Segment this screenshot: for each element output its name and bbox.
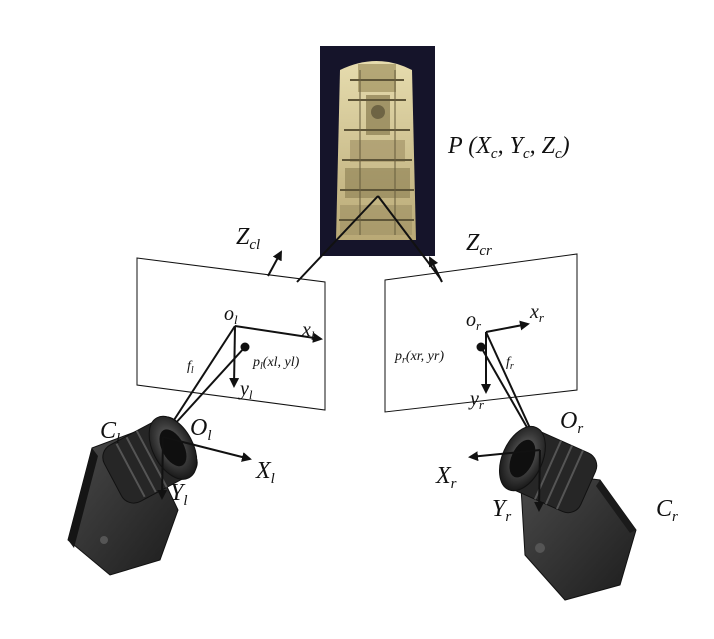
ray-left xyxy=(296,195,379,283)
right-z-axis-label: Zcr xyxy=(466,230,492,259)
statue-image xyxy=(336,61,416,240)
right-image-point-label: pr(xr, yr) xyxy=(394,349,444,366)
right-camera-label: Cr xyxy=(656,496,678,525)
right-image-y-label: yr xyxy=(468,388,485,412)
left-camera-label: Cl xyxy=(100,418,120,447)
point-label: P (Xc, Yc, Zc) xyxy=(447,133,570,162)
left-image-plane xyxy=(136,257,326,411)
left-optical-center-label: Ol xyxy=(190,415,212,444)
object-photo xyxy=(320,46,435,256)
right-camera-x-arrow xyxy=(468,449,541,462)
right-image-x-arrow xyxy=(485,320,530,333)
right-optical-center-label: Or xyxy=(560,408,583,437)
left-camera xyxy=(67,415,198,576)
left-camera-x-arrow xyxy=(162,436,252,462)
left-image-y-label: yl xyxy=(238,378,253,402)
right-camera-y-arrow xyxy=(534,449,545,512)
left-image-point-label: pl(xl, yl) xyxy=(252,355,300,372)
left-camera-x-label: Xl xyxy=(255,458,275,487)
left-image-origin-label: ol xyxy=(224,303,238,327)
right-camera-y-label: Yr xyxy=(492,496,511,525)
left-image-y-arrow xyxy=(229,325,240,388)
right-image-plane xyxy=(384,253,578,413)
left-z-axis-arrow xyxy=(267,250,282,277)
left-camera-y-label: Yl xyxy=(170,480,188,509)
right-focal-label: fr xyxy=(506,355,514,372)
left-focal-label: fl xyxy=(187,359,194,376)
left-focal-line xyxy=(162,325,236,438)
right-camera-x-label: Xr xyxy=(435,463,457,492)
right-image-origin-label: or xyxy=(466,309,482,333)
left-camera-y-arrow xyxy=(157,436,168,500)
right-z-axis-arrow xyxy=(429,256,443,283)
right-image-x-label: xr xyxy=(529,301,545,325)
left-image-x-label: xl xyxy=(301,319,315,343)
left-image-x-arrow xyxy=(234,325,323,343)
right-camera xyxy=(499,426,637,601)
left-z-axis-label: Zcl xyxy=(236,224,260,253)
